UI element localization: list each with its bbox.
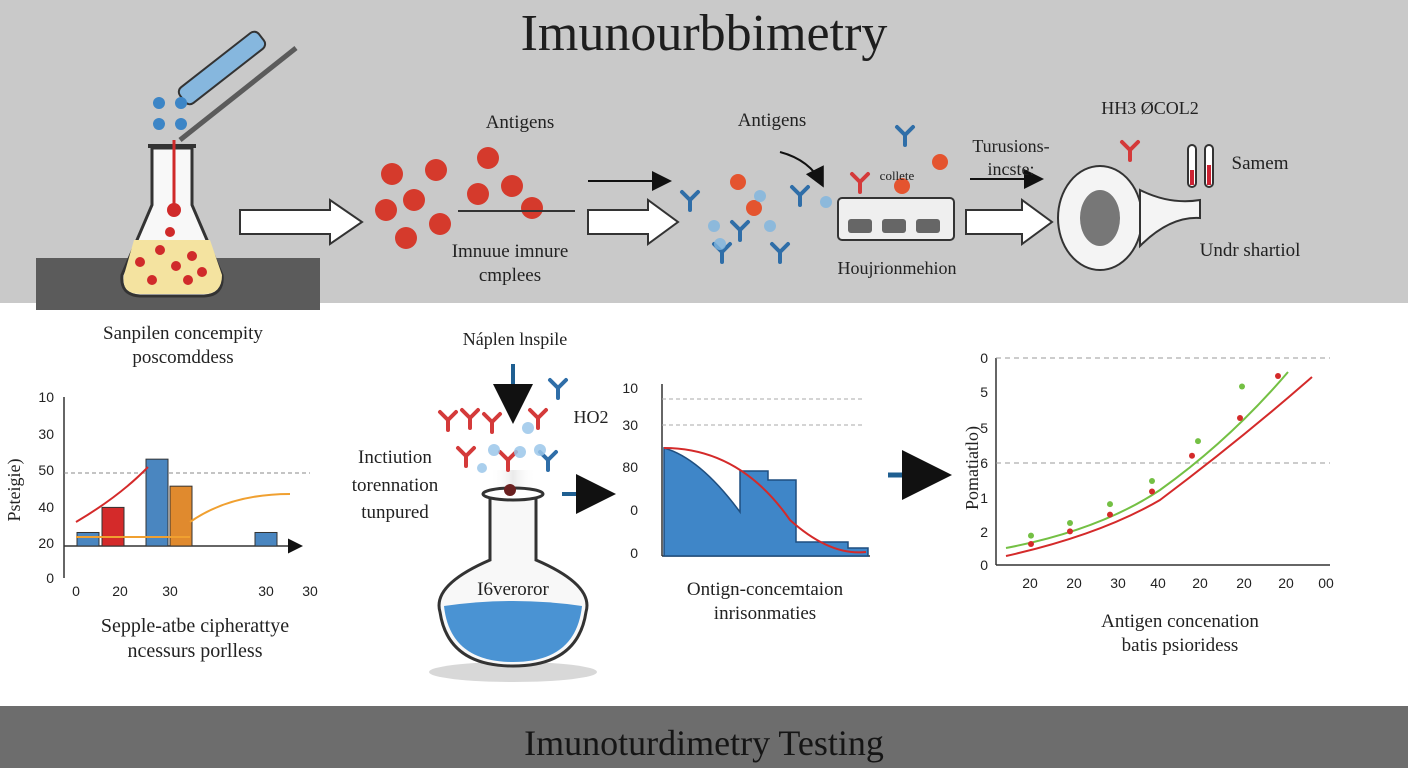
green-point: [1067, 520, 1073, 526]
sample-inspile-label: Náplen lnspile: [462, 329, 568, 349]
chart3-xtick: 30: [1110, 575, 1126, 591]
antibody-mix-icon: [680, 125, 1140, 264]
chart1-xtick: 30: [302, 583, 318, 599]
fit-curve: [663, 447, 867, 554]
thin-arrow-2: [779, 151, 824, 188]
flow-arrow-3: [965, 198, 1054, 246]
immune-complex-label: Imnuue imnure cmplees: [451, 241, 569, 286]
red-point: [1149, 488, 1155, 495]
chart1-ylabel: Psteigie): [4, 459, 25, 522]
chart3-xtick: 20: [1192, 575, 1208, 591]
chart3-ytick: 0: [980, 350, 988, 366]
bar-2: [101, 506, 125, 547]
green-point: [1149, 478, 1155, 484]
green-point: [1107, 501, 1113, 508]
chart2-ytick: 80: [622, 459, 638, 475]
footer-band: [0, 706, 1408, 768]
chart1-ytick: 50: [38, 462, 54, 478]
chart2-ytick: 10: [622, 380, 638, 396]
footer-title: Imunoturdimetry Testing: [524, 723, 884, 763]
flow-arrow-1: [239, 198, 364, 246]
chemical-formula: HH3 ØCOL2: [1101, 98, 1199, 118]
red-point: [1028, 541, 1034, 547]
chart2-ytick: 30: [622, 417, 638, 433]
chart1-xtick: 20: [112, 583, 128, 599]
chart2-ytick: 0: [630, 545, 638, 561]
chart1-xtick: 30: [258, 583, 274, 599]
complex-antibodies-icon: [438, 378, 568, 496]
chart1-xtick: 0: [72, 583, 80, 599]
chart3-xtick: 20: [1278, 575, 1294, 591]
chart2-caption: Ontign-concemtaion inrisonmaties: [686, 579, 844, 624]
chart1-ytick: 0: [46, 570, 54, 586]
red-point: [1067, 528, 1073, 535]
chart3-xtick: 00: [1318, 575, 1334, 591]
bar-4: [169, 485, 193, 547]
chart3-ytick: 5: [980, 420, 988, 436]
chart3-xtick: 20: [1022, 575, 1038, 591]
ho2-label: HO2: [573, 407, 609, 427]
sample-label: Sanpilen concempity poscomddess: [103, 323, 263, 368]
droplets-icon: [153, 97, 187, 130]
flask-label: I6veroror: [477, 579, 549, 600]
chart1-xtick: 30: [162, 583, 178, 599]
antigens-label-2: Antigens: [737, 110, 807, 131]
red-point: [1189, 452, 1195, 459]
chart3-caption: Antigen concenation batis psioridess: [1101, 611, 1259, 656]
chart1-ytick: 40: [38, 499, 54, 515]
test-tubes-icon: [1187, 144, 1214, 188]
chart3-ylabel: Pomatiatlo): [962, 426, 983, 510]
chart3-ytick: 0: [980, 557, 988, 573]
green-point: [1195, 438, 1201, 445]
page-title: Imunourbbimetry: [520, 5, 888, 62]
red-point: [1275, 373, 1281, 379]
collete-label: collete: [879, 168, 915, 183]
chart2-ytick: 0: [630, 502, 638, 518]
detector-label: Undr shartiol: [1199, 240, 1301, 261]
plate-label: Houjrionmehion: [837, 258, 957, 278]
chart3-xtick: 20: [1066, 575, 1082, 591]
detector-icon: [1057, 165, 1201, 271]
green-point: [1028, 532, 1034, 539]
incubation-label: Inctiution torennation tunpured: [351, 447, 439, 524]
chart1-ytick: 10: [38, 389, 54, 405]
bar-1: [76, 531, 100, 547]
chart3-xtick: 20: [1236, 575, 1252, 591]
green-point: [1239, 383, 1245, 390]
chart3-ytick: 6: [980, 455, 988, 471]
chart1-caption: Sepple-atbe cipherattye ncessurs porlles…: [100, 615, 290, 662]
bar-chart: 10 30 50 40 20 0 0 20 30 30 30 Psteigie): [4, 389, 318, 599]
bar-3: [145, 458, 169, 547]
red-point: [1237, 415, 1243, 421]
pipette-icon: [177, 30, 298, 142]
flow-arrow-2: [587, 198, 680, 246]
antigens-label-1: Antigens: [485, 112, 555, 133]
round-flask-icon: [429, 486, 597, 682]
samem-label: Samem: [1231, 153, 1289, 174]
area-shape: [663, 447, 869, 557]
chart3-ytick: 5: [980, 384, 988, 400]
chart3-xtick: 40: [1150, 575, 1166, 591]
red-point: [1107, 511, 1113, 518]
microplate-icon: [837, 197, 955, 241]
chart1-ytick: 20: [38, 535, 54, 551]
chart3-ytick: 1: [980, 490, 988, 506]
antigen-cluster-icon: [375, 147, 543, 249]
chart1-ytick: 30: [38, 426, 54, 442]
area-chart: 10 30 80 0 0: [622, 380, 870, 561]
sample-flask-icon: [120, 140, 224, 298]
turbidity-label: Turusions- incste:: [972, 136, 1050, 179]
chart3-ytick: 2: [980, 524, 988, 540]
bar-5: [254, 531, 278, 547]
